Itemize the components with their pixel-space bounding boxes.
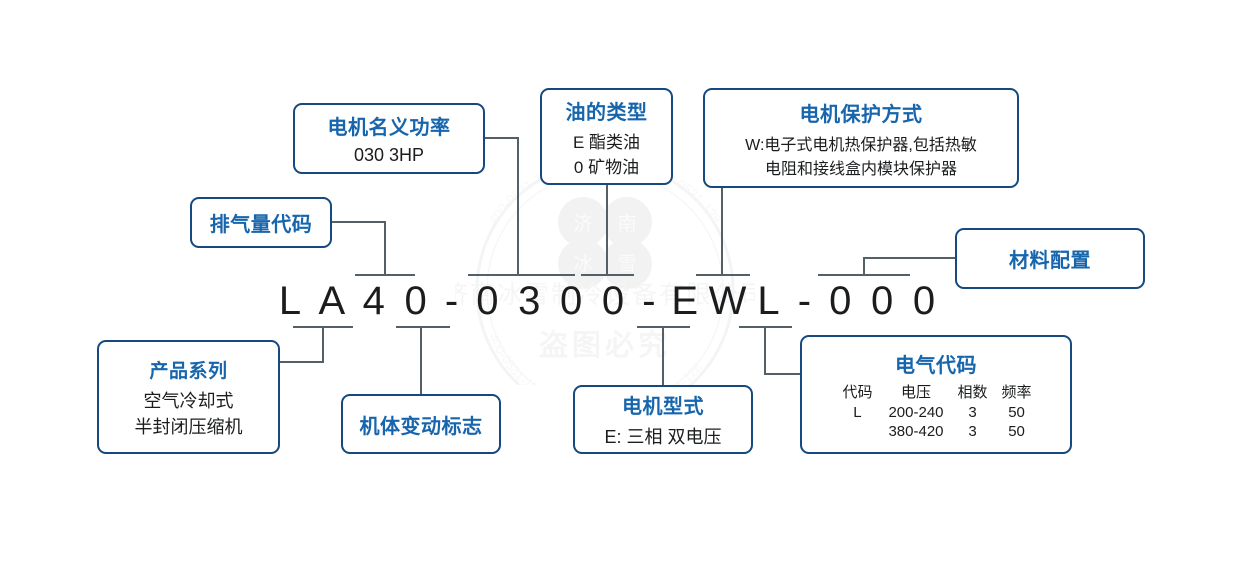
- callout-motor-protection[interactable]: 电机保护方式 W:电子式电机热保护器,包括热敏 电阻和接线盒内模块保护器: [703, 88, 1019, 188]
- model-char: A: [318, 278, 346, 323]
- callout-line: 030 3HP: [353, 145, 425, 165]
- table-header-row: 代码 电压 相数 频率: [833, 380, 1038, 403]
- column-header: 相数: [957, 383, 988, 401]
- callout-title: 电机型式: [622, 396, 704, 418]
- model-char: L: [278, 278, 302, 323]
- model-char: -: [642, 278, 656, 323]
- callout-title: 电气代码: [895, 354, 977, 377]
- model-char: 0: [829, 278, 852, 323]
- model-char: 0: [912, 278, 936, 323]
- column-header: 频率: [1001, 383, 1032, 401]
- callout-title: 产品系列: [149, 360, 228, 382]
- callout-title: 电机保护方式: [799, 103, 923, 126]
- model-char: -: [797, 278, 812, 323]
- callout-line: 0 矿物油: [573, 157, 640, 177]
- column-header: 电压: [900, 383, 931, 401]
- model-char: L: [757, 278, 780, 323]
- svg-text:400-0531-128: 400-0531-128: [633, 360, 705, 385]
- svg-text:盗图必究: 盗图必究: [539, 328, 671, 362]
- model-char: W: [708, 278, 747, 323]
- table-row: L 200-240 3 50: [833, 403, 1038, 422]
- model-char: -: [444, 278, 459, 323]
- model-char: 3: [518, 278, 541, 323]
- model-char: E: [671, 278, 699, 323]
- callout-material-config[interactable]: 材料配置: [955, 228, 1145, 289]
- svg-text:济: 济: [573, 213, 592, 235]
- callout-line: 空气冷却式: [143, 390, 234, 411]
- callout-title: 材料配置: [1009, 250, 1091, 272]
- callout-displacement-code[interactable]: 排气量代码: [190, 197, 332, 248]
- callout-motor-type[interactable]: 电机型式 E: 三相 双电压: [573, 385, 753, 454]
- callout-product-series[interactable]: 产品系列 空气冷却式 半封闭压缩机: [97, 340, 280, 454]
- column-header: 代码: [842, 383, 873, 401]
- table-row: 380-420 3 50: [833, 422, 1038, 441]
- callout-line: E 酯类油: [572, 132, 641, 152]
- model-char: 0: [871, 278, 894, 323]
- callout-oil-type[interactable]: 油的类型 E 酯类油 0 矿物油: [540, 88, 673, 185]
- callout-line: 半封闭压缩机: [134, 416, 243, 437]
- electrical-code-table: 代码 电压 相数 频率 L 200-240 3 50 380-420 3 50: [833, 380, 1038, 441]
- model-char: 0: [560, 278, 583, 323]
- callout-body-change-mark[interactable]: 机体变动标志: [341, 394, 501, 454]
- callout-motor-power[interactable]: 电机名义功率 030 3HP: [293, 103, 485, 174]
- cell-frequency: 50: [1008, 422, 1025, 440]
- svg-text:雪: 雪: [617, 254, 636, 275]
- model-char: 0: [601, 278, 625, 323]
- callout-line: W:电子式电机热保护器,包括热敏: [745, 136, 977, 154]
- model-char: 0: [404, 278, 427, 323]
- cell-code: L: [853, 403, 862, 421]
- cell-voltage: 200-240: [888, 403, 944, 421]
- cell-frequency: 50: [1008, 403, 1025, 421]
- callout-title: 机体变动标志: [359, 415, 483, 438]
- cell-phase: 3: [968, 403, 977, 421]
- svg-text:400-0531-128: 400-0531-128: [486, 331, 547, 385]
- cell-voltage: 380-420: [888, 422, 944, 440]
- cell-phase: 3: [968, 422, 977, 440]
- callout-electrical-code[interactable]: 电气代码 代码 电压 相数 频率 L 200-240 3 50: [800, 335, 1072, 454]
- model-number-string: L A 4 0 - 0 3 0 0 - E W L - 0 0 0: [272, 278, 942, 324]
- model-char: 0: [476, 278, 499, 323]
- svg-text:南: 南: [617, 213, 636, 235]
- callout-title: 油的类型: [565, 101, 648, 124]
- model-char: 4: [362, 278, 385, 323]
- callout-line: 电阻和接线盒内模块保护器: [764, 160, 957, 178]
- svg-text:冰: 冰: [573, 253, 592, 275]
- callout-title: 排气量代码: [209, 214, 313, 236]
- cell-code: [833, 422, 881, 441]
- callout-line: E: 三相 双电压: [604, 427, 722, 447]
- callout-title: 电机名义功率: [327, 117, 451, 139]
